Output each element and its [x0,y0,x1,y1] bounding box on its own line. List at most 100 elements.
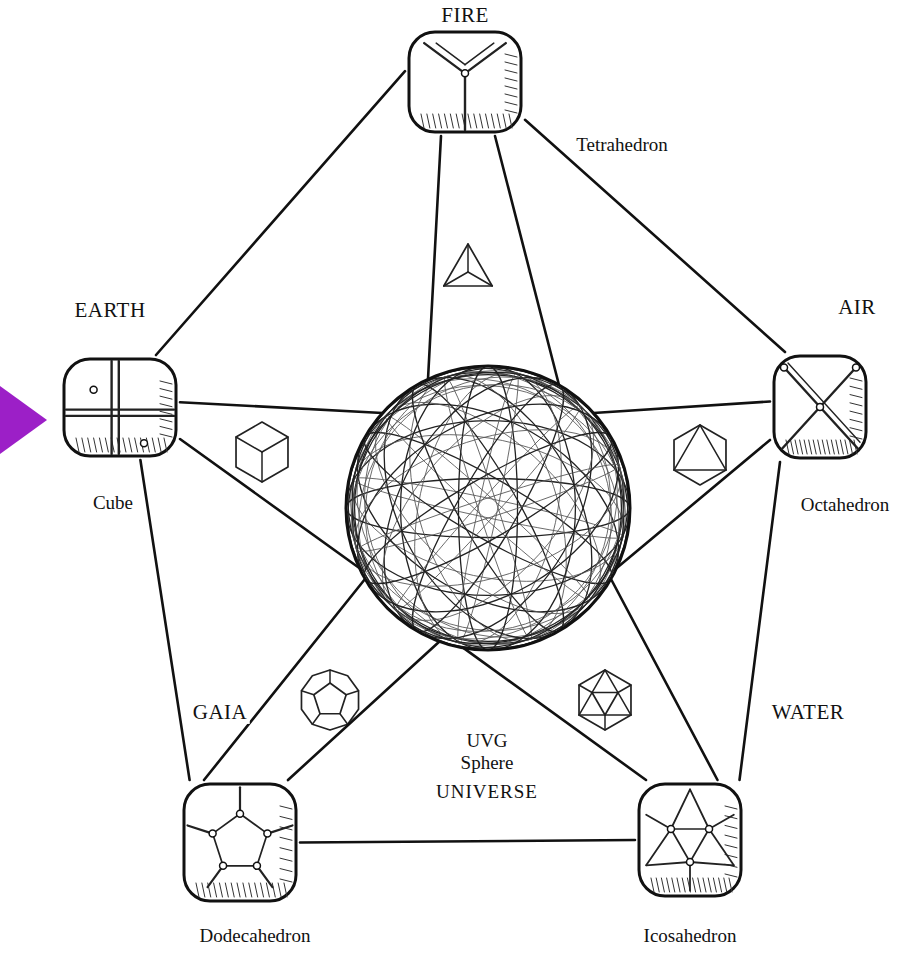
hatch-stroke [850,428,862,431]
solid-outline [639,784,741,896]
wedge-lines [180,136,770,780]
connector-line [525,120,785,352]
hatch-stroke [693,878,696,892]
hatch-stroke [840,440,843,454]
hatch-stroke [725,845,737,848]
vertex-dot [462,70,469,77]
strut-circle [401,366,576,650]
hatch-stroke [280,879,292,882]
hatch-stroke [255,883,258,897]
hatch-stroke [280,816,292,819]
hatch-stroke [94,438,97,452]
solid-edge [709,815,734,829]
strut-circle [329,339,646,677]
vertex-dot [253,862,260,869]
solid-outline [774,356,866,458]
solid-edge [690,862,734,865]
hatch-stroke [827,440,830,454]
hatch-stroke [105,438,108,452]
icon-face [592,693,618,716]
hatch-stroke [474,114,477,128]
connector-line [180,402,382,413]
vertex-dot [781,364,788,371]
hatch-stroke [800,440,803,454]
solid-edge [66,415,174,417]
hatch-stroke [160,426,172,429]
hatch-stroke [76,438,79,452]
connector-line [140,460,189,780]
solid-edge [782,365,858,449]
hatch-stroke [667,878,670,892]
hatch-stroke [850,395,862,398]
vertex-dot [141,440,148,447]
vertex-dot [209,830,216,837]
icon-edge [301,691,313,695]
element-name: EARTH [72,298,147,322]
hatch-stroke [82,438,85,452]
strut-circle [340,348,636,669]
tetrahedron-icon [444,244,492,286]
icon-face [314,683,346,714]
icon-outline [301,670,358,730]
hatch-stroke [656,878,659,892]
solid-edge [436,43,465,65]
connector-line [594,402,770,413]
vertex-dot [706,826,713,833]
solid-drawing [635,780,745,900]
connector-line [204,579,365,780]
icon-edge [261,452,263,482]
wedge-line [617,440,770,568]
hatch-stroke [160,381,172,384]
solid-outline [184,784,296,901]
strut-circle [298,321,677,694]
hatch-stroke [421,114,424,128]
strut-circle [450,371,526,645]
hatch-stroke [158,438,161,452]
hatch-stroke [284,883,287,897]
shading-hatch [421,54,517,128]
strut-circle [319,349,657,666]
solid-edge [671,789,690,829]
connector-line [428,136,441,379]
hatch-stroke [698,878,701,892]
hatch-stroke [160,419,172,422]
strut-circle [346,478,630,537]
wedge-line [611,579,718,780]
icon-edge [236,437,262,452]
hatch-stroke [818,440,821,454]
hatch-stroke [795,440,798,454]
icon-edge [605,670,618,693]
hatch-stroke [725,835,737,838]
hatch-stroke [160,389,172,392]
hatch-stroke [497,114,500,128]
hatch-stroke [850,386,862,389]
icon-edge [700,425,726,470]
icon-outline [579,670,631,730]
solid-face [213,814,268,866]
strut-circle [304,325,672,691]
pointer-arrow [0,386,47,454]
hatch-stroke [713,878,716,892]
hatch-stroke [202,883,205,897]
hatch-stroke [427,114,430,128]
solid-outline [409,32,521,132]
solid-edge [464,73,466,130]
solid-edge [646,815,671,829]
vertex-dot [237,810,244,817]
hatch-stroke [677,878,680,892]
hatch-stroke [809,440,812,454]
hatch-stroke [231,883,234,897]
element-name: FIRE [439,3,491,27]
hatch-stroke [682,878,685,892]
hatch-stroke [729,878,732,892]
hatch-stroke [480,114,483,128]
hatch-stroke [468,114,471,128]
strut-circle [391,370,584,645]
solid-edge [782,365,858,449]
connector-line [156,71,405,355]
solid-edge [646,829,671,865]
hatch-stroke [280,806,292,809]
icon-edge [579,693,592,716]
solid-outline [64,359,176,456]
